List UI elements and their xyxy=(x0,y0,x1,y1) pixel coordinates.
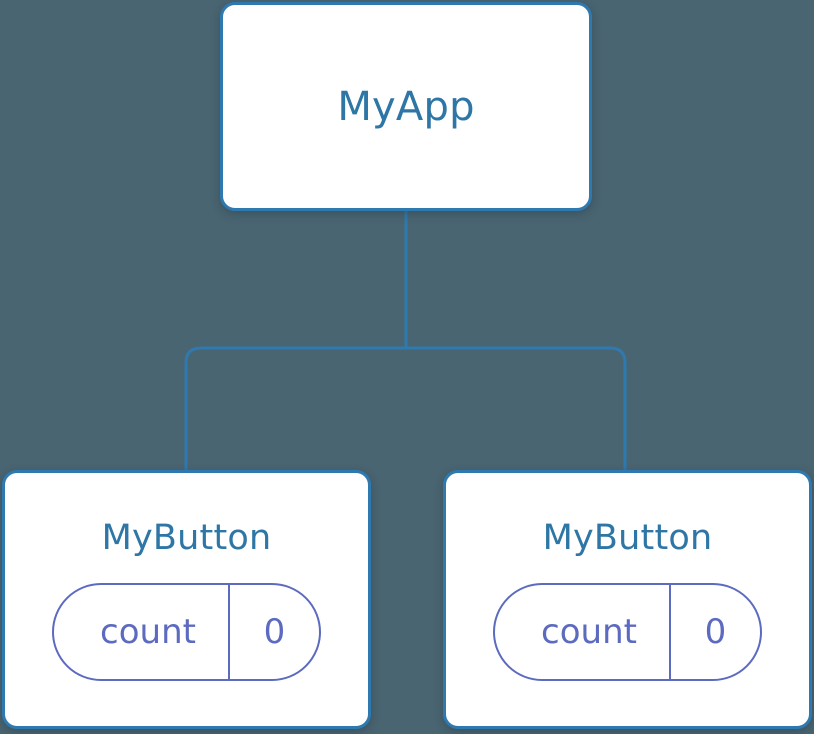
node-myapp[interactable]: MyApp xyxy=(220,2,592,211)
state-key-label: count xyxy=(100,611,196,652)
node-mybutton-1-label: MyButton xyxy=(542,517,713,558)
state-badge-count-1[interactable]: count 0 xyxy=(493,582,762,681)
state-value-label: 0 xyxy=(669,584,760,679)
connector-branch-left xyxy=(184,346,406,470)
node-myapp-label: MyApp xyxy=(337,83,475,130)
state-badge-count-0[interactable]: count 0 xyxy=(52,582,321,681)
connector-branch-right xyxy=(406,346,627,470)
state-key-label: count xyxy=(541,611,637,652)
node-mybutton-0[interactable]: MyButton count 0 xyxy=(2,470,371,729)
node-mybutton-0-label: MyButton xyxy=(101,517,272,558)
state-value-label: 0 xyxy=(228,584,319,679)
node-mybutton-1[interactable]: MyButton count 0 xyxy=(443,470,812,729)
